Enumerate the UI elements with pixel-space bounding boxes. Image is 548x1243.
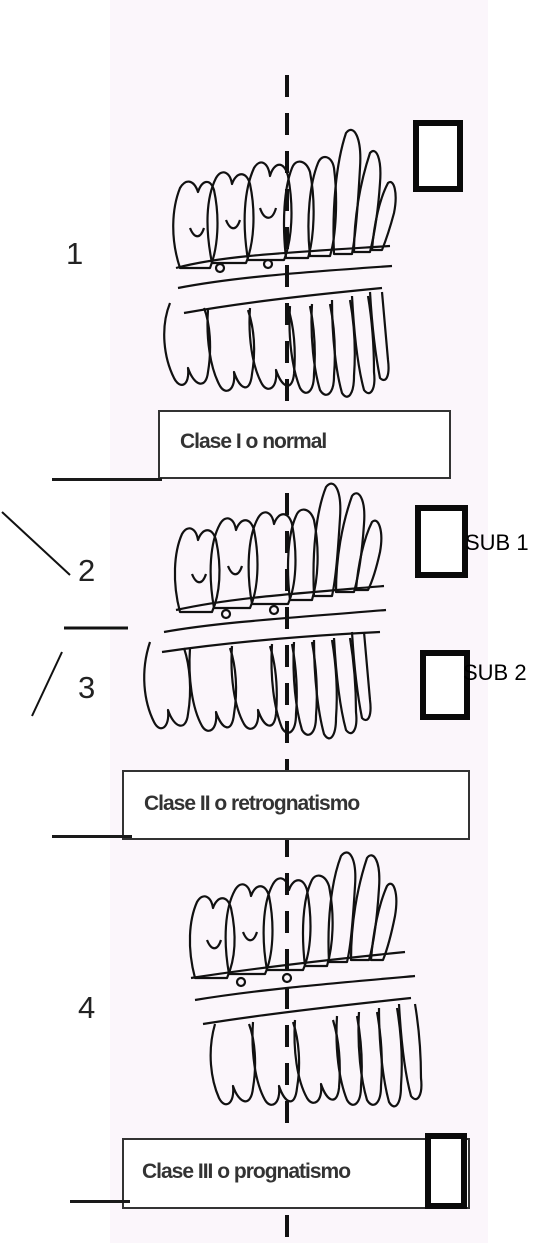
checkbox-class-1[interactable] xyxy=(413,120,463,192)
row-number-2: 2 xyxy=(78,553,95,589)
row-number-1: 1 xyxy=(66,236,83,272)
checkbox-sub-1[interactable] xyxy=(415,505,468,578)
divider-line-2 xyxy=(52,835,132,838)
teeth-illustration-class-3 xyxy=(175,848,435,1138)
class-1-label: Clase I o normal xyxy=(180,430,326,454)
row-number-3: 3 xyxy=(78,670,95,706)
teeth-illustration-class-2 xyxy=(140,482,400,782)
class-2-label: Clase II o retrognatismo xyxy=(144,792,359,816)
class-3-label: Clase III o prognatismo xyxy=(142,1160,350,1184)
divider-line-1 xyxy=(52,478,162,481)
teeth-illustration-class-1 xyxy=(150,128,400,413)
sub-1-label: SUB 1 xyxy=(465,530,529,556)
sub-2-label: SUB 2 xyxy=(463,660,527,686)
checkbox-class-3[interactable] xyxy=(425,1133,467,1209)
divider-line-3 xyxy=(70,1200,130,1203)
row-number-4: 4 xyxy=(78,990,95,1026)
diagonal-lines xyxy=(0,500,140,730)
